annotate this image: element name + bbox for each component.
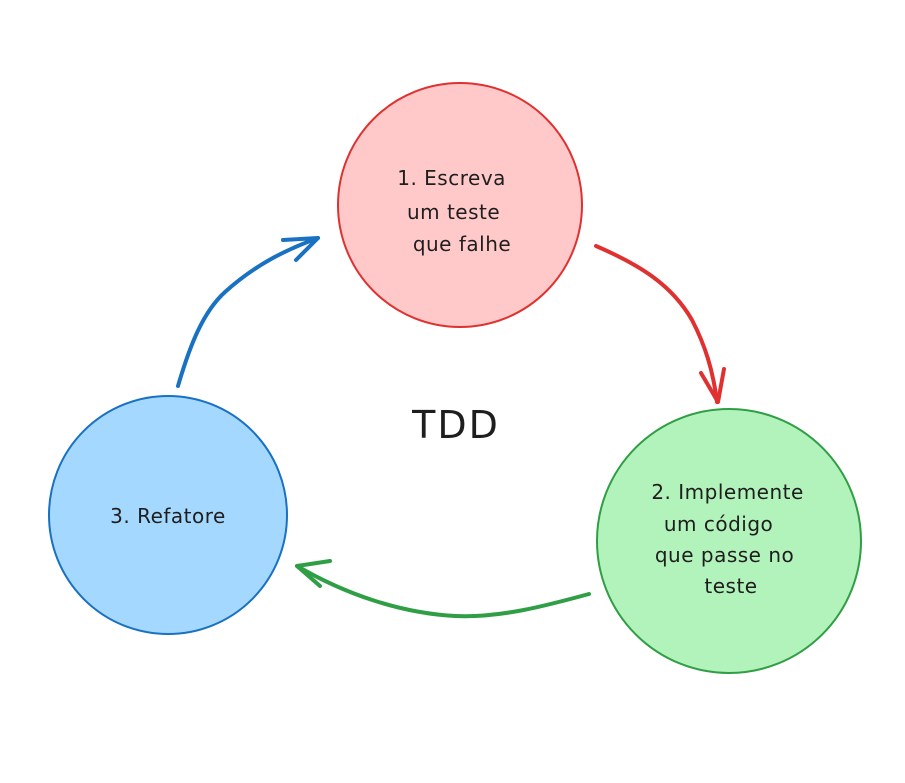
step-1-circle — [337, 82, 583, 328]
step-2-line-1: 2. Implemente — [651, 480, 804, 504]
step-2-node: 2. Implemente um código que passe no tes… — [596, 408, 862, 674]
step-3-line-1: 3. Refatore — [110, 504, 226, 528]
arrow-step2-to-step3-shaft — [295, 564, 591, 619]
step-1-node: 1. Escreva um teste que falhe — [337, 82, 583, 328]
step-1-label: 1. Escreva um teste que falhe — [397, 166, 513, 256]
step-2-circle — [596, 408, 862, 674]
step-2-line-3: que passe no — [655, 543, 794, 567]
step-1-line-1: 1. Escreva — [397, 166, 506, 190]
step-2-line-2: um código — [664, 512, 773, 536]
step-1-line-3: que falhe — [413, 232, 511, 256]
step-2-label: 2. Implemente um código que passe no tes… — [651, 480, 810, 598]
arrow-step2-to-step3 — [295, 559, 591, 619]
step-2-line-4: teste — [704, 574, 757, 598]
step-3-label: 3. Refatore — [110, 504, 226, 528]
arrow-step3-to-step1-head — [281, 236, 320, 262]
step-1-line-2: um teste — [407, 200, 500, 224]
arrow-step2-to-step3-head — [295, 559, 332, 588]
diagram-title: TDD — [411, 403, 500, 447]
arrow-step3-to-step1-shaft — [176, 236, 320, 388]
arrow-step3-to-step1 — [176, 236, 320, 388]
arrow-step1-to-step2-shaft — [594, 244, 719, 404]
arrow-step1-to-step2 — [594, 244, 726, 404]
step-3-node: 3. Refatore — [48, 395, 288, 635]
arrow-step1-to-step2-head — [699, 367, 726, 404]
step-3-circle — [48, 395, 288, 635]
